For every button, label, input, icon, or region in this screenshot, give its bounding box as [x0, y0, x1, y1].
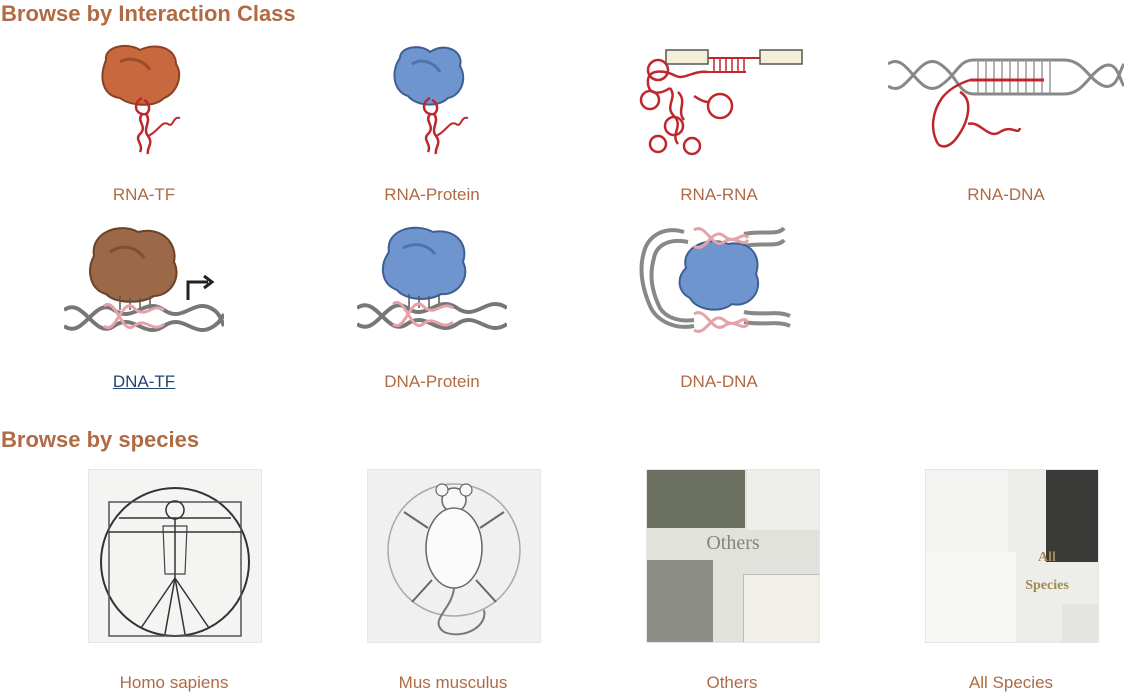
mouse-thumb	[926, 470, 1008, 552]
all-species-text-line2: Species	[1025, 578, 1069, 593]
card-rna-dna[interactable]: RNA-DNA	[888, 40, 1124, 210]
vitruvian-thumb	[926, 552, 1016, 642]
dna-protein-icon	[357, 226, 507, 331]
fly-drawing	[747, 470, 819, 530]
card-rna-tf[interactable]: RNA-TF	[58, 40, 230, 210]
mouse-drawing-icon	[387, 483, 521, 636]
plant-photo	[647, 560, 713, 642]
homo-sapiens-label[interactable]: Homo sapiens	[119, 673, 229, 692]
card-rna-protein[interactable]: RNA-Protein	[346, 40, 518, 210]
rna-dna-label[interactable]: RNA-DNA	[967, 185, 1045, 204]
others-label[interactable]: Others	[706, 673, 758, 692]
others-image[interactable]: Others	[646, 469, 820, 643]
card-dna-protein[interactable]: DNA-Protein	[346, 222, 518, 392]
zebrafish-photo	[647, 470, 745, 528]
dna-tf-icon	[64, 227, 224, 333]
bee-drawing	[743, 574, 819, 642]
rna-protein-label[interactable]: RNA-Protein	[384, 185, 480, 204]
homo-sapiens-image[interactable]	[88, 469, 262, 643]
dna-dna-icon	[639, 226, 791, 333]
dark-photo-thumb	[1046, 470, 1098, 562]
dna-dna-label[interactable]: DNA-DNA	[680, 372, 758, 391]
all-species-text-line1: All	[1038, 550, 1056, 565]
dna-tf-label[interactable]: DNA-TF	[112, 372, 176, 391]
rna-rna-icon	[639, 49, 803, 156]
interaction-class-heading: Browse by Interaction Class	[1, 1, 296, 26]
mus-musculus-image[interactable]	[367, 469, 541, 643]
all-species-image[interactable]: All Species	[925, 469, 1099, 643]
all-species-image-text: All Species	[1022, 544, 1072, 600]
rna-dna-icon	[888, 58, 1124, 148]
rna-rna-label[interactable]: RNA-RNA	[680, 185, 758, 204]
card-rna-rna[interactable]: RNA-RNA	[633, 40, 805, 210]
dna-protein-label[interactable]: DNA-Protein	[384, 372, 480, 391]
card-dna-tf[interactable]: DNA-TF	[58, 222, 230, 392]
card-dna-dna[interactable]: DNA-DNA	[633, 222, 805, 392]
species-heading: Browse by species	[1, 427, 200, 452]
rna-protein-icon	[393, 46, 469, 155]
bee-thumb	[1062, 604, 1098, 642]
vitruvian-man-icon	[100, 487, 250, 637]
rna-tf-label[interactable]: RNA-TF	[112, 185, 176, 204]
others-image-text: Others	[706, 532, 760, 554]
all-species-label[interactable]: All Species	[968, 673, 1054, 692]
rna-tf-icon	[101, 44, 181, 155]
mus-musculus-label[interactable]: Mus musculus	[398, 673, 508, 692]
